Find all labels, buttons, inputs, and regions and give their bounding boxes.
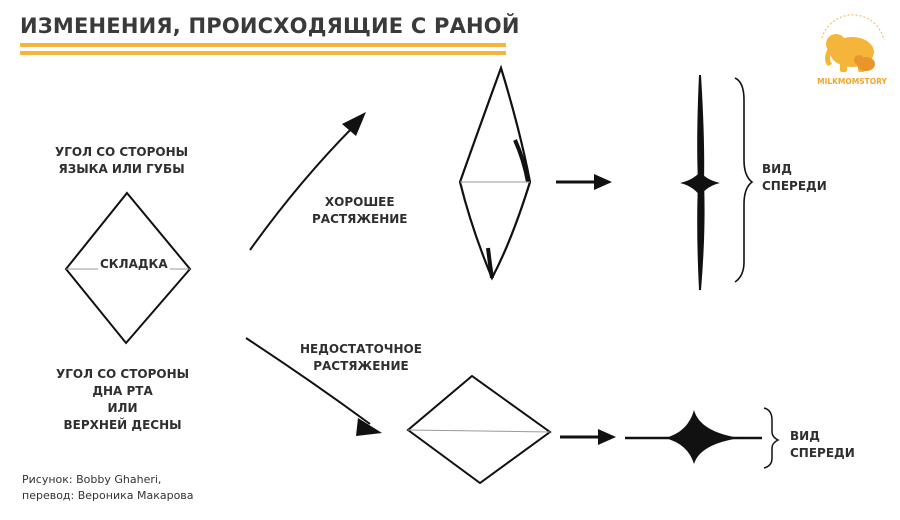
- front-view-slit-horizontal: [625, 410, 762, 464]
- wound-diamond-wide: [406, 374, 552, 485]
- logo-wordmark: MILKMOMSTORY: [817, 77, 887, 86]
- brace-top: [734, 77, 754, 283]
- label-poor-stretch: НЕДОСТАТОЧНОЕ РАСТЯЖЕНИЕ: [300, 342, 422, 373]
- brace-bottom: [763, 407, 780, 469]
- title-underline-bottom: [20, 51, 506, 55]
- arrow-poor-stretch: [245, 337, 382, 436]
- arrow-to-front-view-bottom: [560, 429, 616, 445]
- label-floor-side: УГОЛ СО СТОРОНЫ ДНА РТА ИЛИ ВЕРХНЕЙ ДЕСН…: [56, 367, 190, 432]
- label-tongue-side: УГОЛ СО СТОРОНЫ ЯЗЫКА ИЛИ ГУБЫ: [55, 145, 189, 176]
- page-title: ИЗМЕНЕНИЯ, ПРОИСХОДЯЩИЕ С РАНОЙ: [20, 14, 520, 38]
- arrow-good-stretch: [249, 112, 366, 251]
- image-credit: Рисунок: Bobby Ghaheri, перевод: Вероник…: [22, 473, 194, 502]
- milkmomstory-logo: [821, 14, 885, 72]
- label-front-view-top: ВИД СПЕРЕДИ: [762, 162, 827, 193]
- front-view-slit-vertical: [680, 74, 720, 291]
- wound-diamond-stretched: [458, 64, 532, 281]
- title-underline-top: [20, 43, 506, 47]
- label-front-view-bottom: ВИД СПЕРЕДИ: [790, 429, 855, 460]
- label-good-stretch: ХОРОШЕЕ РАСТЯЖЕНИЕ: [312, 195, 408, 226]
- label-fold: СКЛАДКА: [98, 256, 170, 273]
- arrow-to-front-view-top: [556, 174, 612, 190]
- elephant-icon: [825, 34, 875, 72]
